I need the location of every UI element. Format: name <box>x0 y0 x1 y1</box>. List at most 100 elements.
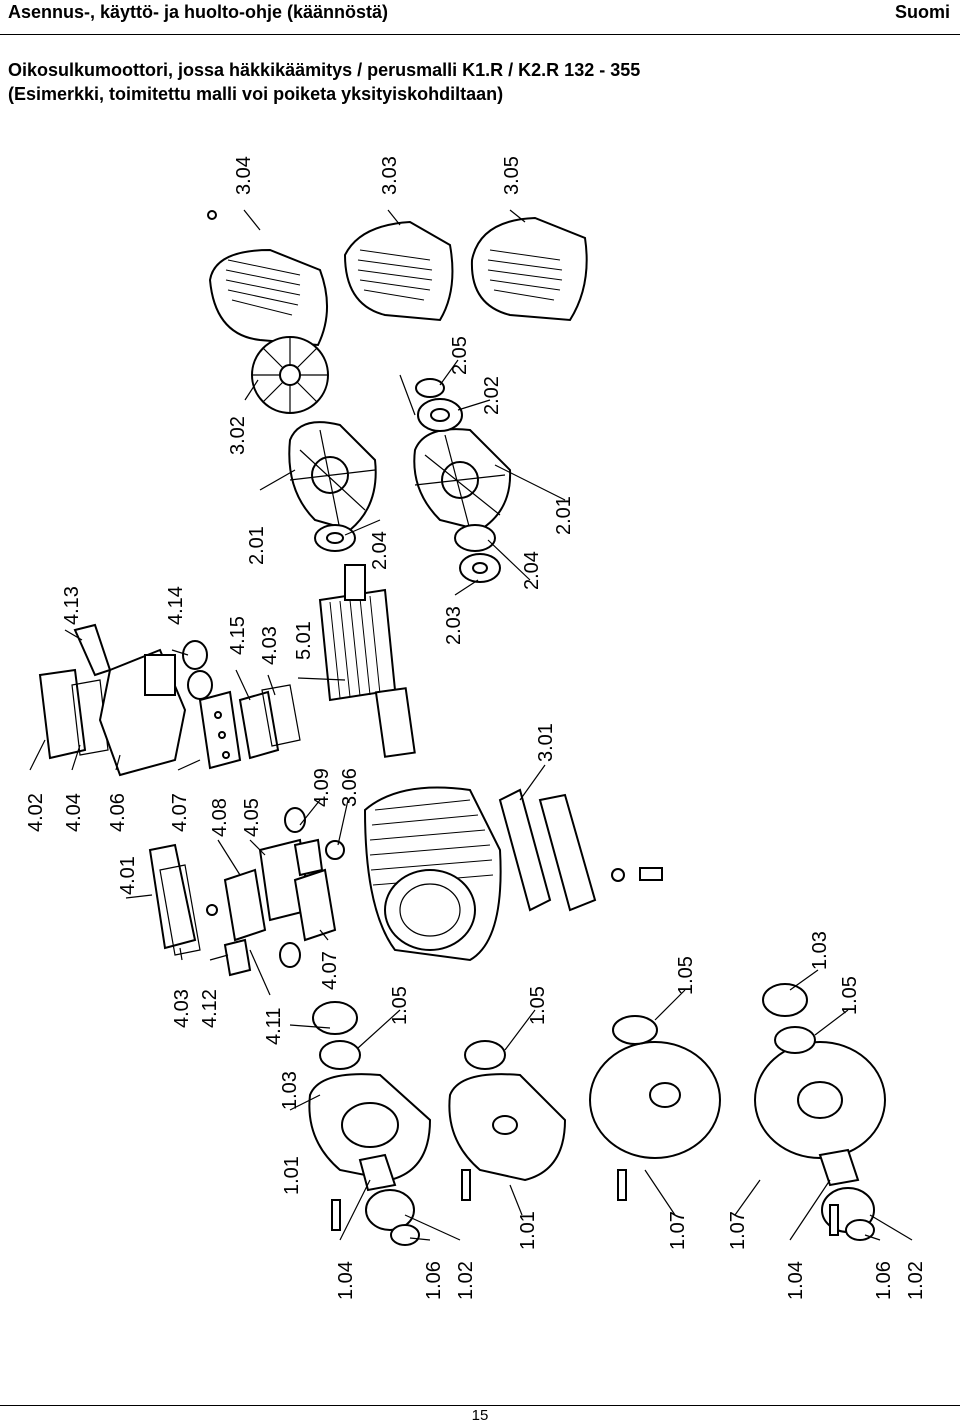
label-105c: 1.05 <box>675 956 697 995</box>
document-title: Asennus-, käyttö- ja huolto-ohje (käännö… <box>8 2 389 22</box>
endshield-107a <box>589 1041 721 1159</box>
terminal-part-413 <box>73 623 112 677</box>
endshield-101a <box>308 1073 432 1182</box>
terminal-box-406 <box>98 648 187 777</box>
label-415: 4.15 <box>227 616 249 655</box>
label-201a: 2.01 <box>246 526 268 565</box>
leader-lines <box>29 209 913 1241</box>
exploded-view-drawing: 3.04 3.03 3.05 3.02 2.05 2.02 2.01 2.04 … <box>25 156 927 1300</box>
section-title-line-2: (Esimerkki, toimitettu malli voi poiketa… <box>8 84 504 104</box>
label-414: 4.14 <box>165 586 187 625</box>
label-202: 2.02 <box>481 376 503 415</box>
bearing-204b <box>454 524 496 552</box>
page-number: 15 <box>471 1407 489 1424</box>
endshield-101b <box>448 1073 567 1182</box>
seal-105a <box>319 1040 361 1070</box>
fan-cover-304 <box>207 210 329 347</box>
label-408: 4.08 <box>209 798 231 837</box>
seal-105d <box>774 1026 816 1054</box>
label-306: 3.06 <box>339 768 361 807</box>
label-105d: 1.05 <box>839 976 861 1015</box>
gland-409 <box>284 807 324 877</box>
terminal-board-407b <box>293 868 337 942</box>
label-203: 2.03 <box>443 606 465 645</box>
label-107b: 1.07 <box>727 1211 749 1250</box>
page-header: Asennus-, käyttö- ja huolto-ohje (käännö… <box>0 0 960 34</box>
seal-106b <box>845 1219 875 1241</box>
fan-cover-305 <box>470 216 588 322</box>
section-title: Oikosulkumoottori, jossa häkkikäämitys /… <box>8 58 640 106</box>
cable-glands-414 <box>182 640 213 700</box>
terminal-box-lid-402 <box>38 668 87 760</box>
bridges-412 <box>223 938 252 977</box>
language-label: Suomi <box>894 2 950 22</box>
washer <box>611 868 625 882</box>
endshield-107b <box>754 1041 886 1159</box>
label-106a: 1.06 <box>423 1261 445 1300</box>
plate-415 <box>238 690 280 760</box>
fan-cover-303 <box>343 220 454 322</box>
plug-306 <box>325 840 345 860</box>
label-204a: 2.04 <box>369 531 391 570</box>
gasket-404 <box>71 679 109 756</box>
terminal-lid-401 <box>148 843 197 950</box>
label-404: 4.04 <box>63 793 85 832</box>
gasket-403b <box>159 864 201 956</box>
label-407a: 4.07 <box>169 793 191 832</box>
bolt <box>639 867 663 881</box>
label-409: 4.09 <box>311 768 333 807</box>
label-501: 5.01 <box>293 621 315 660</box>
label-407b: 4.07 <box>319 951 341 990</box>
circlip-205 <box>399 374 445 416</box>
endshield-201a <box>288 421 377 532</box>
part-labels: 3.04 3.03 3.05 3.02 2.05 2.02 2.01 2.04 … <box>25 156 927 1300</box>
seal-105b <box>464 1040 506 1070</box>
label-405: 4.05 <box>241 798 263 837</box>
bolt-4 <box>829 1204 839 1236</box>
label-103a: 1.03 <box>279 1071 301 1110</box>
label-302: 3.02 <box>227 416 249 455</box>
label-402: 4.02 <box>25 793 47 832</box>
label-103b: 1.03 <box>809 931 831 970</box>
bearing-cover-202 <box>417 398 463 432</box>
label-401: 4.01 <box>117 856 139 895</box>
bolt-3 <box>617 1169 627 1201</box>
gasket-403a <box>261 684 301 747</box>
label-301: 3.01 <box>535 723 557 762</box>
rotor-501 <box>318 564 416 758</box>
label-411: 4.11 <box>263 1008 285 1045</box>
bearing-cover-102a <box>365 1189 415 1231</box>
label-403a: 4.03 <box>259 626 281 665</box>
bearing-cover-203 <box>459 553 501 583</box>
label-105a: 1.05 <box>389 986 411 1025</box>
label-305: 3.05 <box>501 156 523 195</box>
label-205: 2.05 <box>449 336 471 375</box>
label-413: 4.13 <box>61 586 83 625</box>
label-104b: 1.04 <box>785 1261 807 1300</box>
bearing-cover-103a <box>312 1001 358 1035</box>
label-102a: 1.02 <box>455 1261 477 1300</box>
fan-302 <box>251 336 329 414</box>
bolt-2 <box>461 1169 471 1201</box>
section-title-line-1: Oikosulkumoottori, jossa häkkikäämitys /… <box>8 60 641 80</box>
label-101b: 1.01 <box>517 1211 539 1250</box>
label-106b: 1.06 <box>873 1261 895 1300</box>
footer-divider <box>0 1405 960 1406</box>
header-divider <box>0 34 960 35</box>
label-105b: 1.05 <box>527 986 549 1025</box>
circlip-104b <box>818 1148 860 1187</box>
terminals-408 <box>206 868 267 942</box>
endshield-201b <box>413 428 512 532</box>
label-406: 4.06 <box>107 793 129 832</box>
label-201b: 2.01 <box>553 496 575 535</box>
label-107a: 1.07 <box>667 1211 689 1250</box>
label-104a: 1.04 <box>335 1261 357 1300</box>
label-304: 3.04 <box>233 156 255 195</box>
label-204b: 2.04 <box>521 551 543 590</box>
seal-105c <box>612 1015 658 1045</box>
label-101a: 1.01 <box>281 1156 303 1195</box>
label-412: 4.12 <box>199 989 221 1028</box>
terminal-board-407a <box>198 690 242 770</box>
seal-106a <box>390 1224 420 1246</box>
stator-housing <box>363 786 502 962</box>
